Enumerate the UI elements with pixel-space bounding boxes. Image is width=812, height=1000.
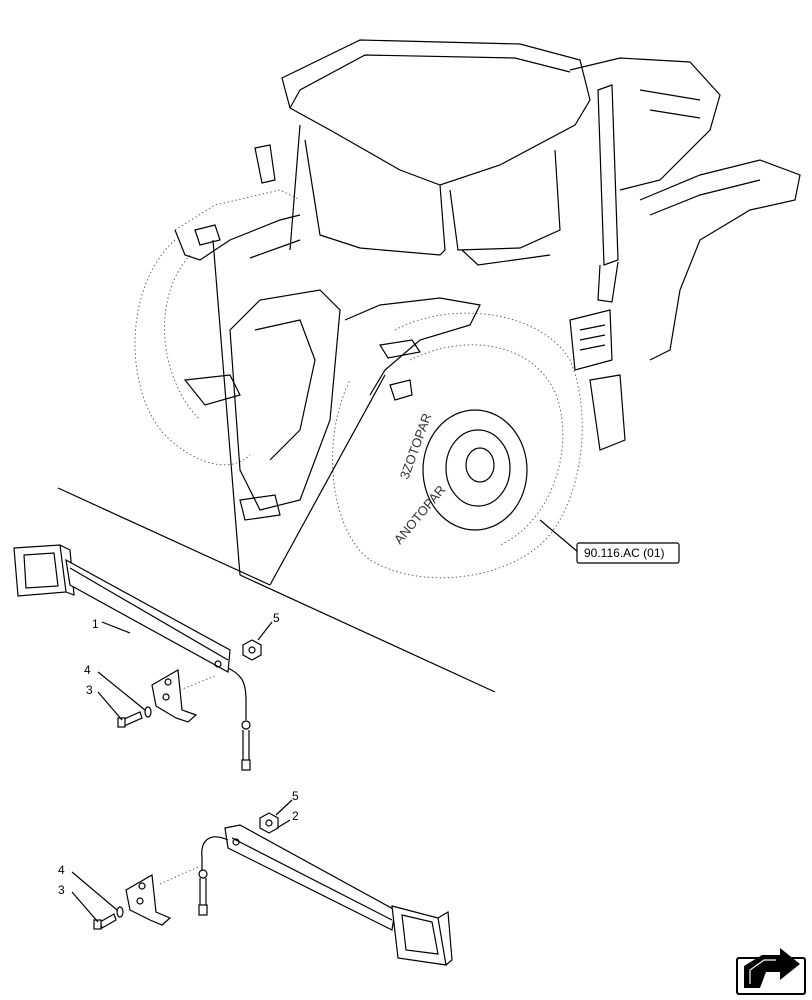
svg-text:3: 3 (86, 683, 93, 697)
bolt-washer-lower (93, 906, 124, 930)
callout-3-lower: 3 (58, 883, 99, 923)
svg-text:5: 5 (273, 611, 280, 625)
tractor-illustration: 3ZOTOPAR ANOTOPAR (134, 39, 801, 579)
svg-text:4: 4 (84, 663, 91, 677)
svg-text:4: 4 (58, 863, 65, 877)
callout-4-upper: 4 (84, 663, 146, 711)
svg-text:1: 1 (92, 617, 99, 631)
svg-text:3ZOTOPAR: 3ZOTOPAR (397, 411, 435, 481)
callout-4-lower: 4 (58, 863, 118, 911)
mounting-bracket-upper (151, 669, 216, 723)
leader-lines (57, 239, 496, 693)
svg-text:2: 2 (292, 809, 299, 823)
callout-2: 2 (276, 809, 299, 829)
lamp-bar-left-part-1 (13, 544, 251, 771)
reference-box-text: 90.116.AC (01) (584, 546, 665, 560)
svg-text:5: 5 (292, 789, 299, 803)
nut-lower (259, 812, 279, 834)
nut-upper (242, 639, 262, 661)
lamp-bar-right-part-2 (198, 824, 453, 966)
callout-5-lower: 5 (275, 789, 299, 816)
svg-text:3: 3 (58, 883, 65, 897)
bolt-washer-upper (117, 706, 152, 728)
reference-box[interactable]: 90.116.AC (01) (539, 519, 680, 564)
arrow-next-icon[interactable] (736, 932, 806, 995)
mounting-bracket-lower (125, 865, 201, 926)
callout-5-upper: 5 (257, 611, 280, 641)
callout-3-upper: 3 (86, 683, 123, 721)
callout-1: 1 (92, 617, 131, 634)
